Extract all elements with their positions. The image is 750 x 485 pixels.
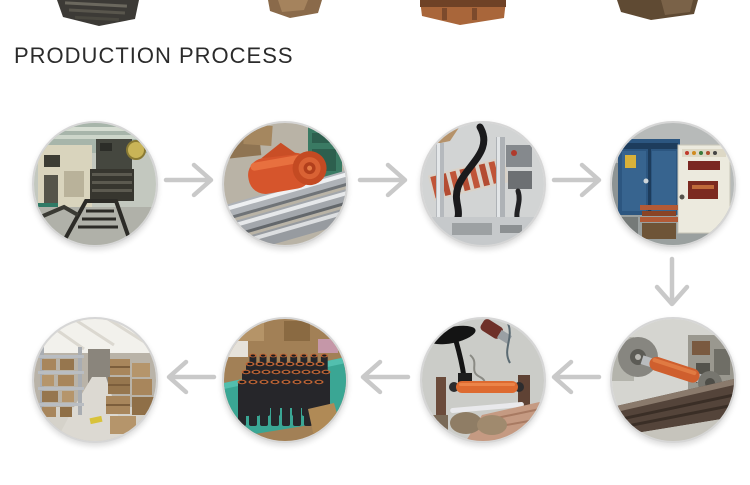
roller-machine-illustration: [422, 123, 544, 245]
roller-grinding-illustration: [612, 319, 734, 441]
process-step-8-photo: [32, 317, 158, 443]
arrow-left-icon: [551, 359, 602, 395]
arrow-down-icon: [654, 256, 690, 307]
warehouse-illustration: [34, 319, 156, 441]
cropped-photo-fragment-4: [617, 0, 698, 21]
process-step-2-photo: [222, 121, 348, 247]
cropped-photo-fragment-1: [57, 0, 139, 27]
process-step-6-photo: [420, 317, 546, 443]
oven-room-illustration: [612, 123, 734, 245]
arrow-right-icon: [551, 162, 602, 198]
finished-tubes-illustration: [224, 319, 346, 441]
process-step-7-photo: [222, 317, 348, 443]
process-step-3-photo: [420, 121, 546, 247]
process-step-1-photo: [32, 121, 158, 247]
arrow-right-icon: [163, 162, 214, 198]
roller-lathe-illustration: [422, 319, 544, 441]
cropped-photo-fragment-2: [268, 0, 322, 19]
page-title: PRODUCTION PROCESS: [14, 43, 294, 68]
process-step-4-photo: [610, 121, 736, 247]
process-step-5-photo: [610, 317, 736, 443]
arrow-left-icon: [166, 359, 217, 395]
arrow-right-icon: [357, 162, 408, 198]
cropped-photo-fragment-3: [420, 0, 506, 26]
arrow-left-icon: [360, 359, 411, 395]
machining-workshop-illustration: [34, 123, 156, 245]
rubber-roll-illustration: [224, 123, 346, 245]
